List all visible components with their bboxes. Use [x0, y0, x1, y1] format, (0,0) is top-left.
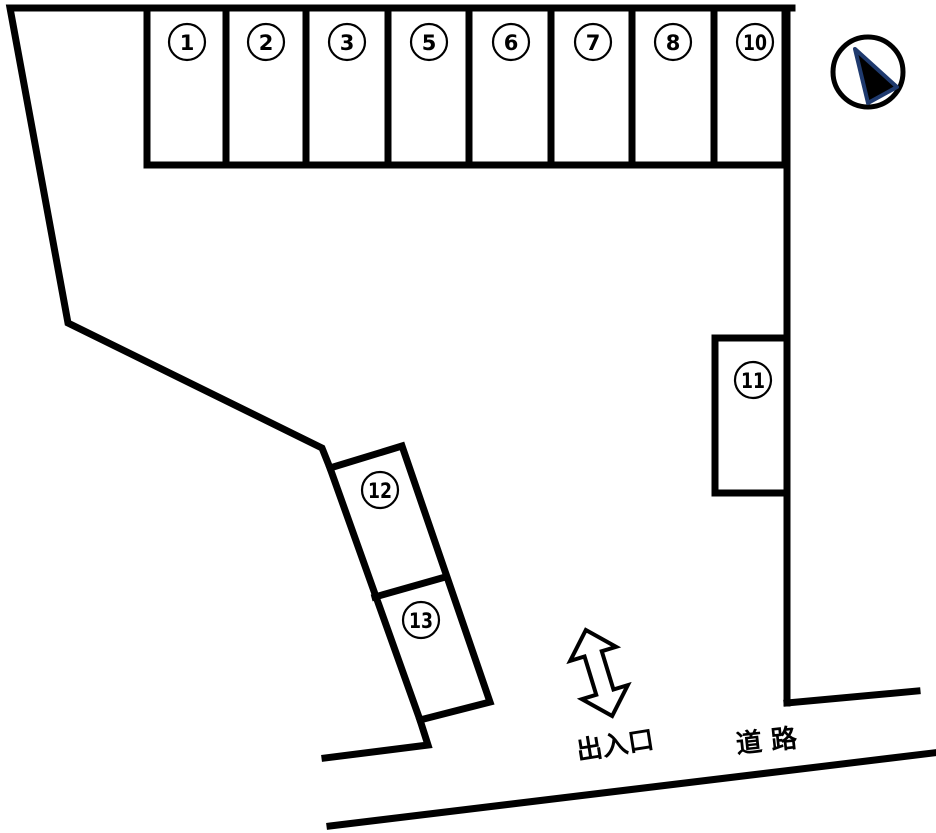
road-edge-right [783, 687, 921, 707]
spot-number-circle [733, 360, 773, 400]
entrance-arrow-icon [566, 627, 632, 719]
spot-11-outline [711, 334, 791, 497]
parking-spot-12-label: 12 [360, 470, 400, 510]
parking-spot-7-label: 7 [573, 22, 613, 62]
spot-number: 5 [422, 31, 437, 55]
parking-spot-11-label: 11 [733, 360, 773, 400]
spot-number-circle [491, 22, 531, 62]
parking-spot-3-label: 3 [327, 22, 367, 62]
spot-number: 2 [259, 31, 274, 55]
parking-spot-10-label: 10 [735, 22, 775, 62]
road-far-edge [326, 749, 936, 830]
spot-number: 3 [340, 31, 355, 55]
parking-spot-2-label: 2 [246, 22, 286, 62]
parking-spot-8-label: 8 [653, 22, 693, 62]
spot-number-circle [360, 470, 400, 510]
spot-number-circle [735, 22, 775, 62]
spot-number: 1 [180, 31, 195, 55]
spot-number: 8 [666, 31, 681, 55]
parking-spot-1-label: 1 [167, 22, 207, 62]
stall-dividers [222, 4, 718, 169]
parking-spot-13-label: 13 [401, 600, 441, 640]
spot-12-13-outline [325, 441, 495, 725]
spot-number-circle [246, 22, 286, 62]
spot-number: 13 [409, 609, 433, 633]
compass-ring [830, 34, 906, 110]
spot-number: 6 [504, 31, 519, 55]
spot-12-13-divider [370, 573, 447, 602]
parking-spot-6-label: 6 [491, 22, 531, 62]
spot-number-circle [401, 600, 441, 640]
entrance-label: 出入口 [574, 725, 656, 767]
spot-number: 11 [741, 369, 765, 393]
spot-number-circle [409, 22, 449, 62]
spot-number: 7 [586, 31, 601, 55]
compass [830, 34, 906, 110]
road-edge-left [321, 715, 433, 762]
spot-number-circle [653, 22, 693, 62]
parking-spot-5-label: 5 [409, 22, 449, 62]
spot-number-circle [167, 22, 207, 62]
spot-number-circle [327, 22, 367, 62]
spot-number: 10 [743, 31, 767, 55]
spot-number-circle [573, 22, 613, 62]
north-arrow-icon [853, 47, 899, 105]
spot-number: 12 [368, 479, 392, 503]
road-label: 道 路 [734, 723, 799, 760]
lot-boundary [5, 4, 796, 473]
